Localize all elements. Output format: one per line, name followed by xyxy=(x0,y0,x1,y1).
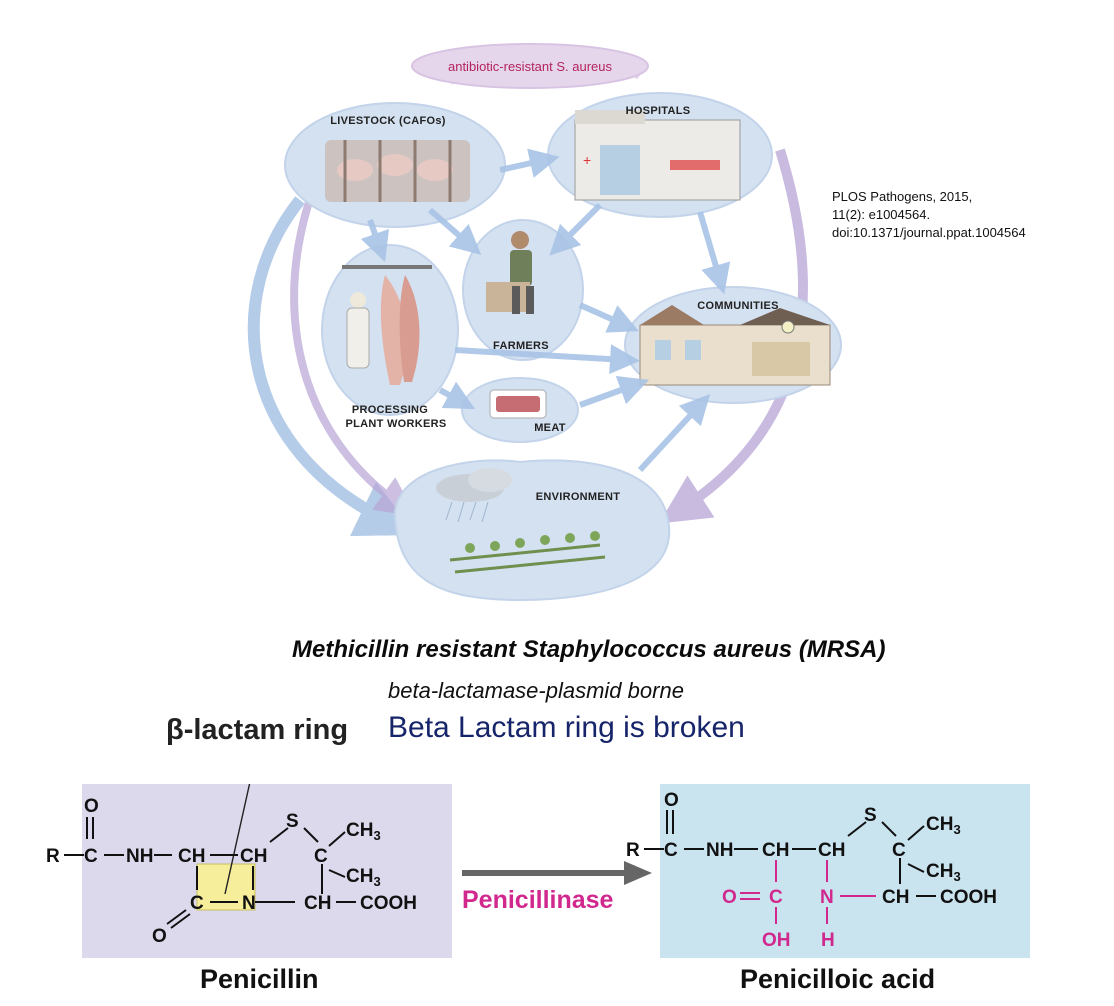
pen-CH3b: CH3 xyxy=(346,866,381,889)
pen-Cq: C xyxy=(314,846,328,867)
penicilloic-acid-structure-box xyxy=(660,784,1030,958)
acid-R: R xyxy=(626,840,640,861)
acid-CH1: CH xyxy=(762,840,789,861)
transmission-cycle-diagram: antibiotic-resistant S. aureus LIVESTOCK… xyxy=(247,43,842,602)
farmer-illustration xyxy=(486,231,534,314)
storefront-illustration xyxy=(639,305,831,386)
acid-O-top: O xyxy=(664,790,679,811)
arrow-hospitals-communities xyxy=(697,211,731,295)
pen-CH1: CH xyxy=(178,846,205,867)
environment-bubble xyxy=(393,459,671,602)
pen-CH-low: CH xyxy=(304,893,331,914)
source-bubble xyxy=(411,43,649,89)
processing-illustration xyxy=(342,265,432,385)
outer-arrow-left xyxy=(247,196,418,537)
acid-H: H xyxy=(821,930,835,951)
arrow-env-communities xyxy=(637,393,711,473)
arrow-processing-communities xyxy=(454,344,640,375)
penicillin-structure: R O C NH CH CH S C CH3 CH3 C N CH COOH O xyxy=(46,784,417,947)
arrow-farmers-communities xyxy=(578,302,639,333)
pen-C: C xyxy=(84,846,98,867)
citation-line1: PLOS Pathogens, 2015, xyxy=(832,189,973,204)
acid-C: C xyxy=(664,840,678,861)
acid-NH: NH xyxy=(706,840,733,861)
meat-label: MEAT xyxy=(534,422,566,434)
acid-O-eq: O xyxy=(722,887,737,908)
acid-CH3a: CH3 xyxy=(926,814,961,837)
pen-O-top: O xyxy=(84,796,99,817)
source-label: antibiotic-resistant S. aureus xyxy=(448,59,613,74)
communities-label: COMMUNITIES xyxy=(697,300,779,312)
main-title: Methicillin resistant Staphylococcus aur… xyxy=(292,636,886,663)
pen-CH3a: CH3 xyxy=(346,820,381,843)
citation-line2: 11(2): e1004564. xyxy=(832,207,931,222)
meat-tray-illustration xyxy=(489,389,547,419)
acid-C-low: C xyxy=(769,887,783,908)
environment-label: ENVIRONMENT xyxy=(536,491,621,503)
crop-rows-illustration xyxy=(449,543,606,574)
acid-CH3b: CH3 xyxy=(926,861,961,884)
citation-line3: doi:10.1371/journal.ppat.1004564 xyxy=(832,225,1026,240)
pen-O-low: O xyxy=(152,926,167,947)
penicilloic-acid-structure: R O C NH CH CH S C CH3 CH3 O C OH N H CH… xyxy=(626,790,997,951)
pen-CH2: CH xyxy=(240,846,267,867)
acid-S: S xyxy=(864,805,877,826)
ring-broken-note: Beta Lactam ring is broken xyxy=(388,711,745,744)
acid-CH-low: CH xyxy=(882,887,909,908)
pen-COOH: COOH xyxy=(360,893,417,914)
pen-NH: NH xyxy=(126,846,153,867)
acid-N: N xyxy=(820,887,834,908)
subtitle: beta-lactamase-plasmid borne xyxy=(388,678,684,703)
processing-label-line2: PLANT WORKERS xyxy=(345,418,446,430)
penicillin-structure-box xyxy=(82,784,452,958)
pen-R: R xyxy=(46,846,60,867)
enzyme-label: Penicillinase xyxy=(462,886,614,914)
penicillin-caption: Penicillin xyxy=(200,964,319,994)
pen-S: S xyxy=(286,811,299,832)
penicilloic-acid-caption: Penicilloic acid xyxy=(740,964,936,994)
arrow-hospitals-farmers xyxy=(549,202,603,256)
acid-OH: OH xyxy=(762,930,791,951)
arrow-livestock-farmers xyxy=(428,207,482,255)
acid-COOH: COOH xyxy=(940,887,997,908)
beta-lactam-ring-label: β-lactam ring xyxy=(166,714,349,746)
hospitals-label: HOSPITALS xyxy=(626,105,691,117)
arrow-processing-meat xyxy=(438,381,476,410)
svg-text:+: + xyxy=(583,152,591,168)
acid-CH2: CH xyxy=(818,840,845,861)
livestock-label: LIVESTOCK (CAFOs) xyxy=(330,115,446,127)
arrow-livestock-processing xyxy=(360,218,390,263)
citation: PLOS Pathogens, 2015, 11(2): e1004564. d… xyxy=(832,188,1026,242)
reaction-arrow xyxy=(462,861,652,885)
processing-label-line1: PROCESSING xyxy=(352,404,428,416)
arrow-livestock-hospitals xyxy=(499,148,560,178)
rain-cloud-illustration xyxy=(436,468,512,523)
arrow-meat-communities xyxy=(578,376,650,408)
pen-N: N xyxy=(242,893,256,914)
pen-C-ring: C xyxy=(190,893,204,914)
farmers-label: FARMERS xyxy=(493,340,549,352)
acid-Cq: C xyxy=(892,840,906,861)
